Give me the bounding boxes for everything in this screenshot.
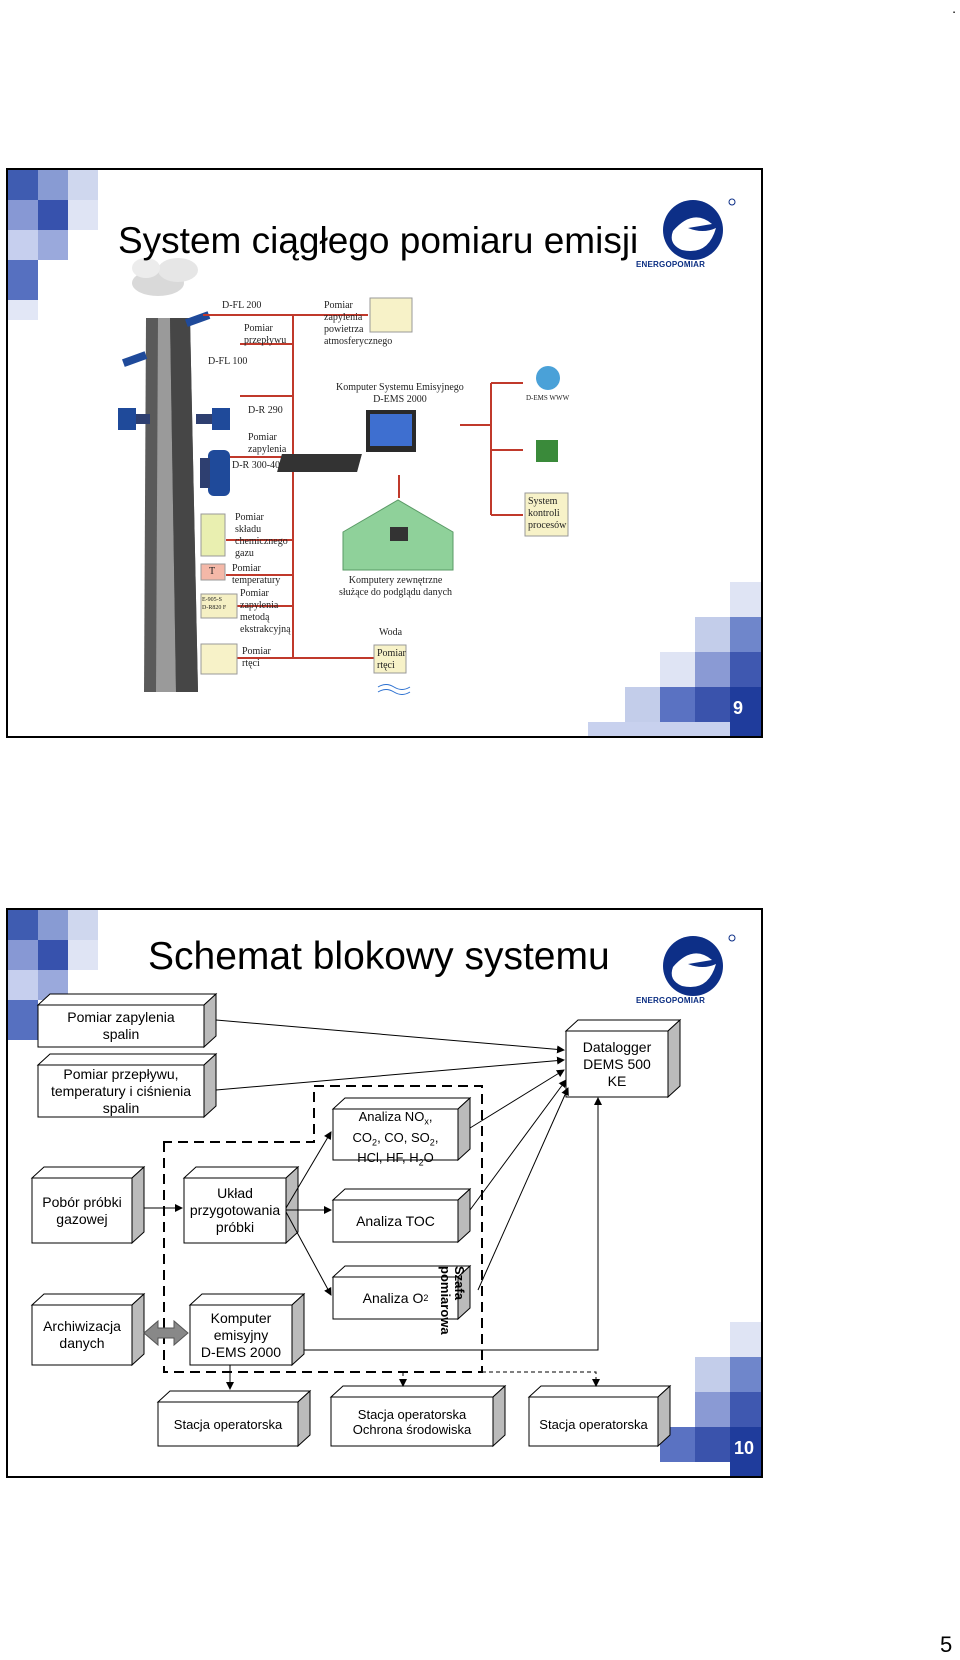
co-so2-text: , CO, SO (377, 1129, 430, 1145)
label-t-box: T (209, 566, 216, 577)
decor-squares-bottom-right (660, 1322, 761, 1476)
slide-block-diagram: Schemat blokowy systemu ENERGOPOMIAR Pom… (6, 908, 763, 1478)
logo-text: ENERGOPOMIAR (636, 260, 706, 269)
box-archive: Archiwizacja danych (43, 1318, 121, 1351)
globe-icon (536, 366, 560, 390)
water-mercury-box (373, 644, 407, 674)
box-operator-station-3: Stacja operatorska (539, 1416, 648, 1432)
so2-sub: 2 (429, 1137, 435, 1148)
nox-sub: x (424, 1116, 429, 1127)
decor-squares-bottom-right (588, 582, 761, 736)
page-number: 5 (940, 1632, 953, 1657)
co2-sub: 2 (372, 1137, 378, 1148)
label-dfl200: D-FL 200 (222, 300, 262, 311)
slide1-graphics (8, 170, 761, 736)
temperature-box (200, 563, 226, 581)
h2o-text: O (423, 1150, 434, 1166)
energopomiar-logo-icon (663, 934, 736, 996)
label-dfl100: D-FL 100 (208, 356, 248, 367)
box-sample-prep: Układ przygotowania próbki (189, 1185, 281, 1235)
process-control-box (524, 492, 569, 537)
hcl-text: HCl, HF, H (357, 1150, 419, 1166)
logo-text: ENERGOPOMIAR (636, 996, 706, 1005)
double-arrow-icon (143, 1319, 189, 1347)
energopomiar-logo-icon (663, 198, 736, 260)
label-www: D-EMS WWW (526, 394, 570, 402)
h2o-sub: 2 (418, 1157, 424, 1168)
building-icon (342, 499, 454, 571)
dashed-station-arrows (399, 1371, 600, 1387)
boxes-3d (30, 992, 682, 1448)
box-datalogger: Datalogger DEMS 500 KE (582, 1038, 652, 1089)
slide1-number: 9 (733, 698, 744, 718)
label-dr290: D-R 290 (248, 405, 283, 416)
o2-sub: 2 (423, 1293, 429, 1303)
decor-squares-top-left (8, 170, 98, 320)
label-mercury: Pomiar rtęci (242, 646, 271, 669)
nox-text: Analiza NO (358, 1109, 425, 1124)
box-dust: Pomiar zapylenia spalin (67, 1009, 175, 1042)
label-extract: Pomiar zapylenia metodą ekstrakcyjną (240, 588, 291, 635)
measurement-cabinet-border (163, 1085, 483, 1373)
slide2-title: Schemat blokowy systemu (148, 935, 610, 978)
mercury-box (200, 643, 238, 675)
label-flow: Pomiar przepływu (244, 323, 287, 346)
label-external: Komputery zewnętrzne służące do podglądu… (339, 575, 453, 598)
box-sampling: Pobór próbki gazowej (42, 1193, 122, 1227)
box-nox-analysis: Analiza NOx, CO2, CO, SO2, HCl, HF, H2O (352, 1109, 439, 1168)
box-operator-station-1: Stacja operatorska (173, 1416, 283, 1432)
box-operator-station-2: Stacja operatorska Ochrona środowiska (352, 1406, 472, 1437)
slide2-graphics (8, 910, 761, 1476)
spreadsheet-icon (536, 440, 558, 462)
chem-gas-box (200, 513, 226, 557)
slide2-number: 10 (734, 1438, 755, 1458)
o2-text: Analiza O (362, 1290, 424, 1306)
water-icon (377, 684, 411, 695)
label-computer: Komputer Systemu Emisyjnego D-EMS 2000 (336, 382, 464, 405)
extraction-box (200, 593, 238, 619)
connection-arrows (144, 1019, 602, 1390)
label-dust: Pomiar zapylenia (248, 432, 287, 455)
co2-text: CO (352, 1129, 373, 1145)
decor-squares-top-left (8, 910, 98, 1040)
label-temp: Pomiar temperatury (232, 563, 281, 586)
atmo-dust-box (369, 297, 413, 333)
label-dr300: D-R 300-40 (232, 460, 281, 471)
computer-icon (277, 410, 416, 472)
box-toc-analysis: Analiza TOC (356, 1212, 435, 1229)
label-water-mercury: Pomiar rtęci (377, 648, 406, 671)
chimney-illustration (118, 258, 230, 692)
page-corner-mark: . (952, 0, 956, 16)
label-atmo: Pomiar zapylenia powietrza atmosferyczne… (324, 300, 393, 347)
slide1-title: System ciągłego pomiaru emisji (118, 220, 639, 261)
box-ems-computer: Komputer emisyjny D-EMS 2000 (200, 1309, 282, 1360)
label-ext-device: E-905-S D-R820 F (202, 597, 227, 611)
box-flow: Pomiar przepływu, temperatury i ciśnieni… (50, 1065, 192, 1116)
label-chem: Pomiar składu chemicznego gazu (235, 512, 288, 559)
label-process: System kontroli procesów (528, 496, 567, 531)
label-water: Woda (379, 627, 403, 638)
slide-emission-system: System ciągłego pomiaru emisji ENERGOPOM… (6, 168, 763, 738)
cabinet-label: Szafa pomiarowa (438, 1266, 467, 1335)
